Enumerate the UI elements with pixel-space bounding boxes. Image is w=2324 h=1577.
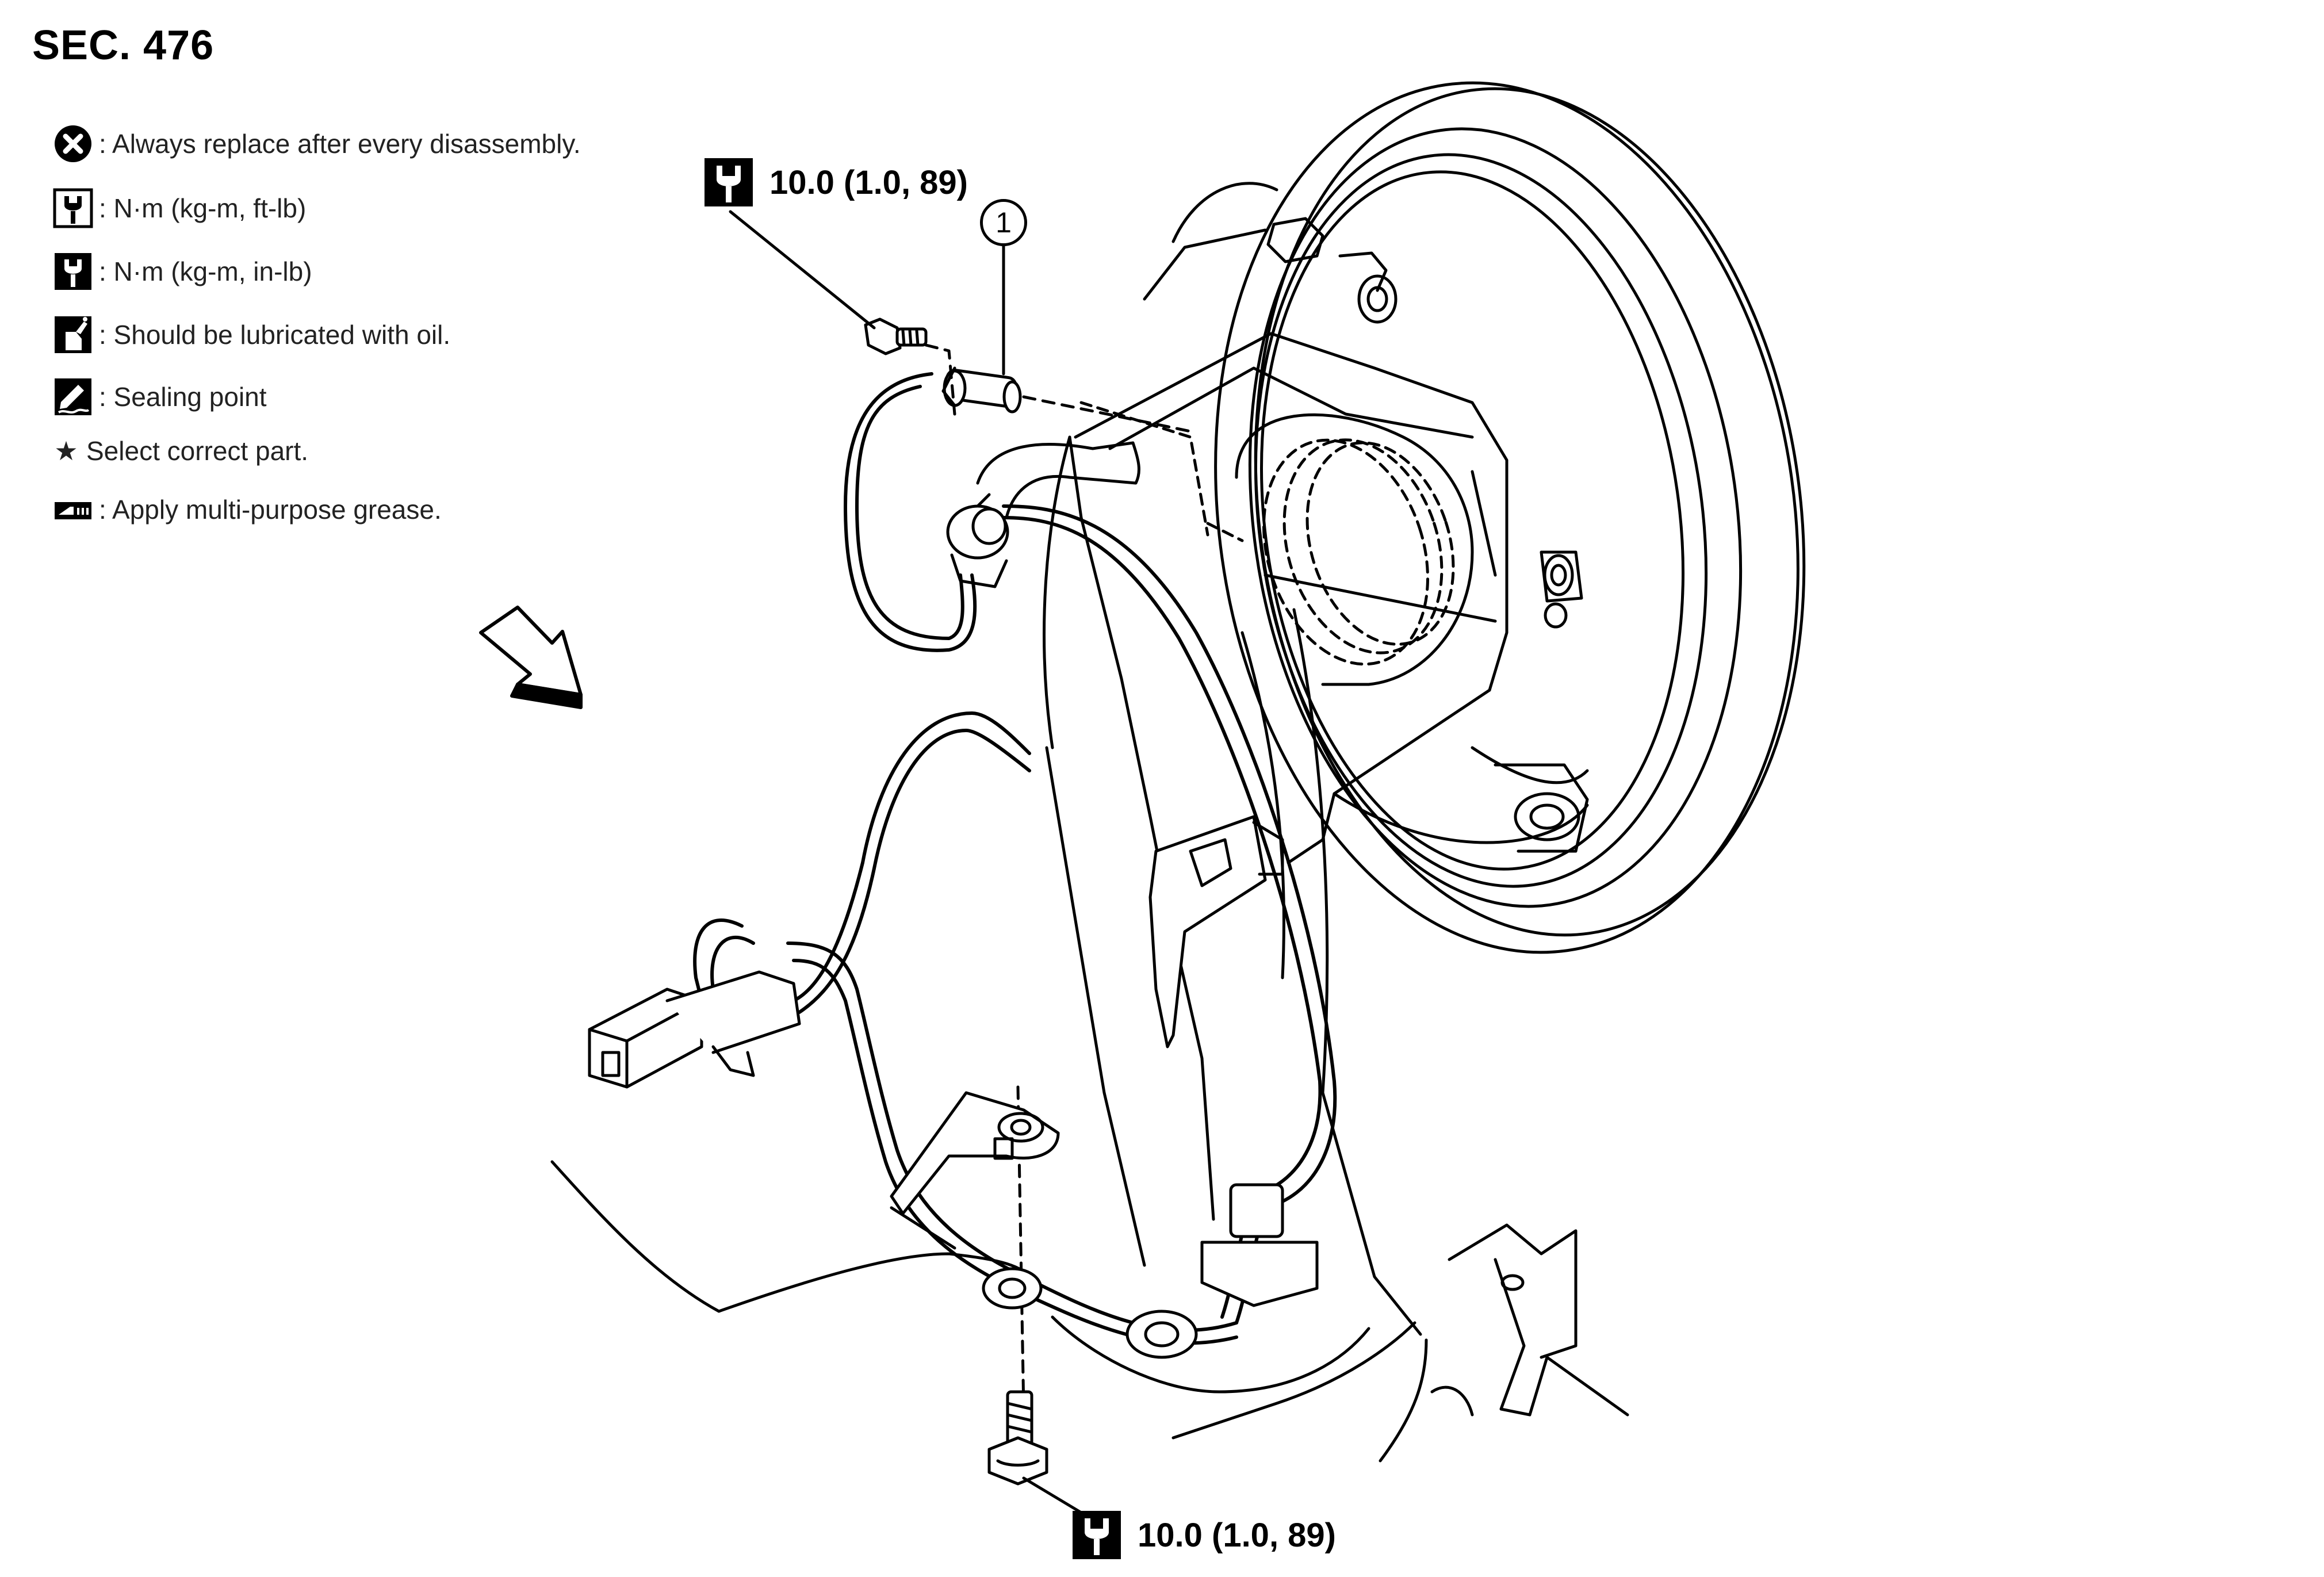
torque-value-bottom: 10.0 (1.0, 89) bbox=[1138, 1516, 1336, 1554]
top-bolt bbox=[864, 317, 928, 355]
sealing-point-icon bbox=[53, 377, 93, 417]
legend-row-torque-ftlb: : N·m (kg-m, ft-lb) bbox=[53, 185, 306, 231]
hub-bolts bbox=[1266, 217, 1589, 853]
legend-row-torque-inlb: : N·m (kg-m, in-lb) bbox=[53, 248, 312, 294]
body-panel bbox=[550, 1160, 1629, 1463]
top-bolt-leader bbox=[729, 210, 876, 330]
steering-knuckle bbox=[1043, 332, 1509, 1336]
alignment-lines bbox=[924, 343, 1192, 1411]
front-direction-arrow bbox=[479, 606, 583, 709]
legend-text-sealing: : Sealing point bbox=[99, 382, 267, 412]
oil-can-icon bbox=[53, 315, 93, 355]
wheel-sensor bbox=[941, 366, 1022, 414]
legend-row-select-part: ★ Select correct part. bbox=[53, 428, 308, 474]
torque-wrench-filled-icon bbox=[703, 156, 755, 208]
legend-text-lubricate: : Should be lubricated with oil. bbox=[99, 320, 451, 350]
torque-label-top: 10.0 (1.0, 89) bbox=[703, 156, 968, 208]
section-title: SEC. 476 bbox=[32, 22, 215, 68]
sensor-harness bbox=[844, 372, 1337, 1325]
torque-wrench-filled-icon bbox=[1071, 1509, 1123, 1561]
legend-row-lubricate: : Should be lubricated with oil. bbox=[53, 312, 450, 358]
x-circle-icon bbox=[53, 124, 93, 164]
legend-text-torque-ftlb: : N·m (kg-m, ft-lb) bbox=[99, 193, 307, 223]
legend-text-torque-inlb: : N·m (kg-m, in-lb) bbox=[99, 257, 312, 286]
brake-drum bbox=[1143, 81, 1806, 954]
sensor-grommet bbox=[946, 504, 1009, 588]
bottom-bolt-leader bbox=[1022, 1476, 1083, 1514]
legend-text-replace: : Always replace after every disassembly… bbox=[99, 129, 581, 159]
legend-row-grease: : Apply multi-purpose grease. bbox=[53, 487, 442, 533]
legend-text-grease: : Apply multi-purpose grease. bbox=[99, 495, 442, 525]
torque-label-bottom: 10.0 (1.0, 89) bbox=[1071, 1509, 1336, 1561]
legend-row-replace: : Always replace after every disassembly… bbox=[53, 121, 581, 167]
legend-text-select-part: Select correct part. bbox=[86, 436, 309, 466]
grease-icon bbox=[53, 489, 93, 530]
bottom-bolt bbox=[987, 1390, 1048, 1486]
sensor-bracket bbox=[964, 441, 1140, 519]
star-icon: ★ bbox=[54, 436, 78, 466]
legend-row-sealing: : Sealing point bbox=[53, 374, 267, 420]
torque-wrench-filled-icon bbox=[53, 251, 93, 292]
harness-connector bbox=[588, 970, 801, 1089]
harness-clip-upper bbox=[1148, 815, 1284, 1048]
harness-clip-lower bbox=[1200, 1183, 1319, 1307]
lower-bracket bbox=[890, 1091, 1060, 1215]
callout-part-1: 1 bbox=[980, 199, 1027, 246]
torque-value-top: 10.0 (1.0, 89) bbox=[769, 163, 968, 201]
torque-wrench-icon bbox=[53, 188, 93, 228]
